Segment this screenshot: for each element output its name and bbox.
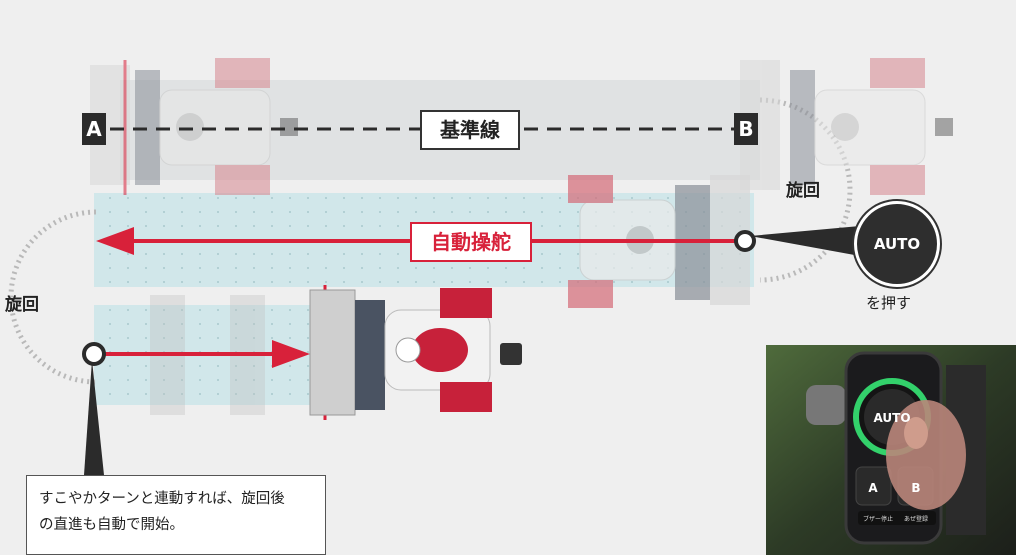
photo-a-text: A	[868, 481, 878, 495]
auto-steer-arrowhead	[96, 227, 134, 255]
point-b-label: B	[734, 113, 758, 145]
turn-arc-right	[759, 97, 853, 283]
start-circle	[82, 342, 106, 366]
baseline-label: 基準線	[420, 110, 520, 150]
note-box: すこやかターンと連動すれば、旋回後 の直進も自動で開始。	[26, 475, 326, 555]
controller-photo: AUTO A B ブザー停止 あぜ登録	[766, 345, 1016, 555]
turn-arc-left	[8, 209, 97, 385]
auto-steer-label: 自動操舵	[410, 222, 532, 262]
note-pointer	[84, 360, 104, 475]
turn-label-left: 旋回	[5, 295, 39, 315]
photo-footer-right: あぜ登録	[904, 515, 928, 523]
point-a-label: A	[82, 113, 106, 145]
auto-start-circle	[734, 230, 756, 252]
note-line-1: すこやかターンと連動すれば、旋回後	[39, 491, 285, 507]
auto-button-icon: AUTO	[854, 201, 940, 287]
tractor-faded-top-right	[740, 58, 953, 195]
controller-photo-graphics: AUTO A B ブザー停止 あぜ登録	[766, 345, 1016, 555]
photo-footer-left: ブザー停止	[863, 515, 893, 523]
photo-auto-text: AUTO	[873, 411, 910, 425]
note-line-2: の直進も自動で開始。	[39, 517, 184, 533]
tractor-main	[309, 285, 522, 420]
start-arrowhead	[272, 340, 310, 368]
press-caption: を押す	[866, 294, 912, 312]
auto-pointer	[750, 226, 860, 256]
photo-b-text: B	[911, 481, 920, 495]
turn-label-right: 旋回	[786, 181, 820, 201]
